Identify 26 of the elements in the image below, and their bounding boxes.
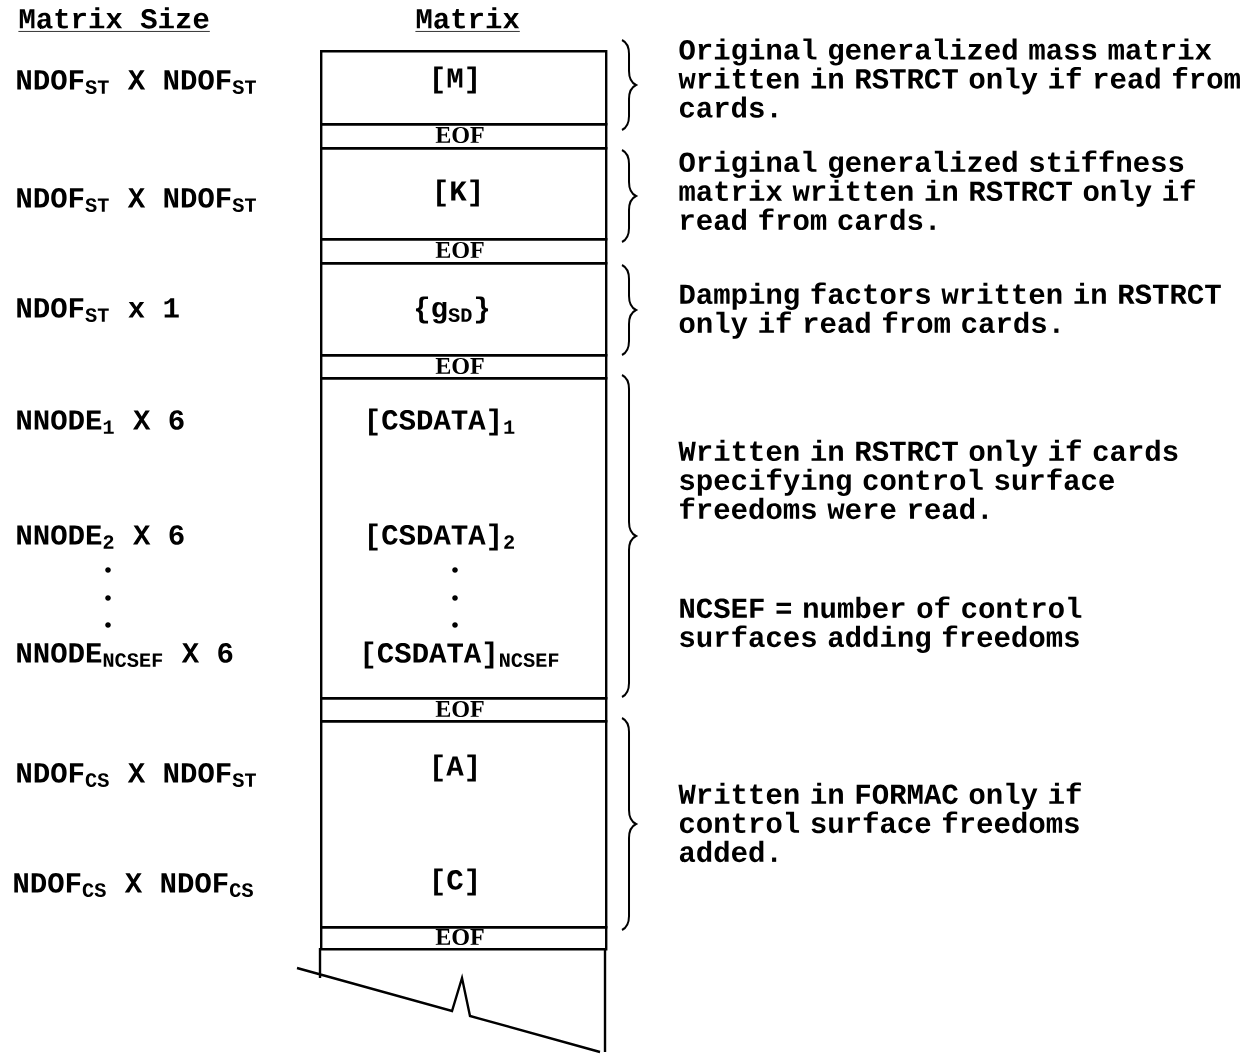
note-text: Written in FORMAC only if control surface freedoms added.: [678, 782, 1081, 863]
eof-band: EOF: [320, 123, 608, 150]
note-text: Original generalized mass matrix written in RSTRCT only if read from cards.: [678, 38, 1240, 118]
matrix-size: NDOF$_{ST}$ x 1: [17, 298, 179, 322]
record-box: [A] [C]: [320, 720, 608, 929]
note-text: NCSEF = number of control surfaces adding freedoms: [680, 596, 1082, 653]
record-box: [M]: [320, 50, 608, 126]
matrix-size: NNODE$_{1}$ X 6: [17, 410, 184, 434]
note-text: Original generalized stiffness matrix written in RSTRCT only if read from cards.: [679, 150, 1196, 231]
record-box: {g$_{SD}$}: [320, 262, 608, 357]
eof-band: EOF: [320, 926, 608, 951]
eof-band: EOF: [320, 697, 608, 723]
matrix-size: NNODE$_{NCSEF}$ X 6: [17, 643, 233, 667]
record-box: [K]: [320, 147, 608, 241]
eof-band: EOF: [320, 238, 608, 265]
note-text: Written in RSTRCT only if cards specifying control surface freedoms were read.: [678, 439, 1178, 520]
matrix-size: NDOF$_{ST}$ X NDOF$_{ST}$: [17, 70, 256, 94]
column-heading: Matrix Size: [18, 7, 211, 32]
matrix-size: NDOF$_{ST}$ X NDOF$_{ST}$: [17, 188, 256, 212]
column-heading: Matrix: [415, 7, 521, 32]
eof-band: EOF: [320, 354, 608, 380]
matrix-size: NNODE$_{2}$ X 6: [17, 525, 184, 549]
matrix-size: NDOF$_{CS}$ X NDOF$_{CS}$: [14, 873, 253, 897]
record-box: [CSDATA]$_{1}$ [CSDATA]$_{2}$ [CSDATA]$_{NCSEF}$: [320, 377, 608, 700]
note-text: Damping factors written in RSTRCT only if read from cards.: [679, 282, 1221, 339]
matrix-size: NDOF$_{CS}$ X NDOF$_{ST}$: [17, 763, 256, 787]
